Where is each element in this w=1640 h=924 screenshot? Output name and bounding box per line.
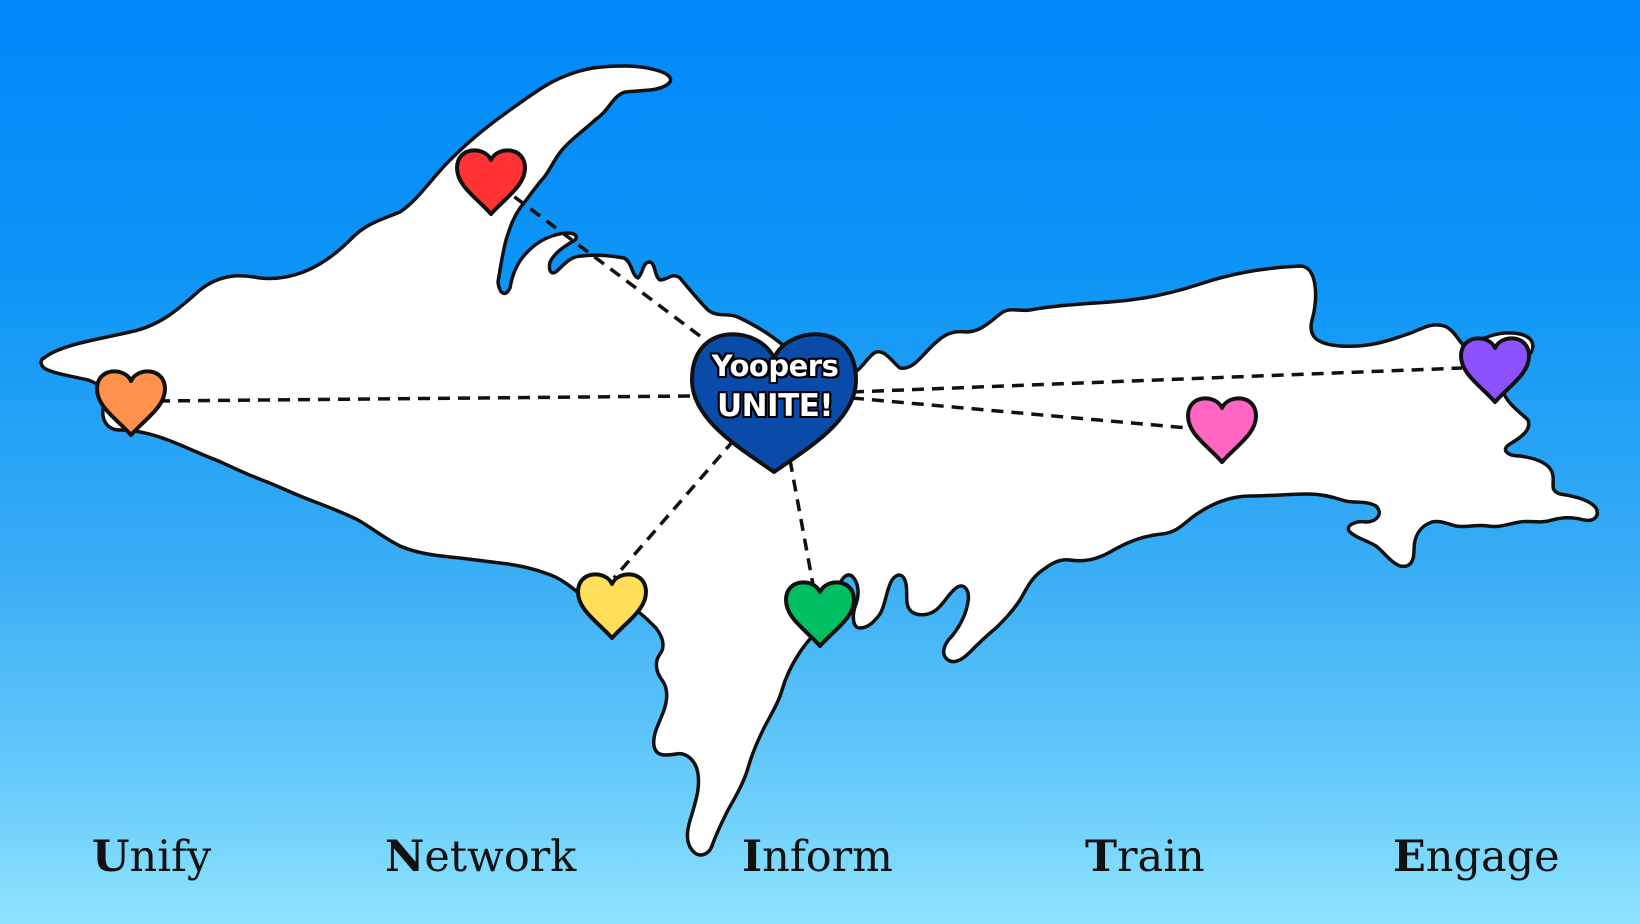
word-rest: ngage (1425, 832, 1560, 882)
word-initial: E (1393, 832, 1426, 882)
center-heart-title: Yoopers UNITE! (690, 346, 860, 426)
word-engage: Engage (1393, 832, 1560, 882)
word-initial: U (92, 832, 130, 882)
word-rest: nform (762, 832, 893, 882)
word-inform: Inform (742, 832, 893, 882)
connector-red (498, 184, 702, 338)
word-initial: N (385, 832, 425, 882)
word-initial: T (1085, 832, 1117, 882)
word-unify: Unify (92, 832, 211, 882)
word-rest: rain (1117, 832, 1205, 882)
title-line-1: Yoopers (711, 349, 839, 383)
yellow-heart-icon (576, 572, 648, 640)
word-network: Network (385, 832, 576, 882)
center-heart-icon (690, 332, 858, 474)
title-line-2: UNITE! (716, 388, 834, 424)
connector-pink (851, 396, 1189, 430)
connector-yellow (612, 438, 736, 580)
land-mass (39, 64, 1599, 857)
word-initial: I (742, 832, 763, 882)
word-rest: etwork (424, 832, 577, 882)
connector-lines (157, 184, 1463, 591)
connector-purple (851, 366, 1463, 394)
word-train: Train (1085, 832, 1205, 882)
connector-orange (157, 394, 691, 403)
connector-green (788, 459, 816, 591)
word-rest: nify (129, 832, 212, 882)
